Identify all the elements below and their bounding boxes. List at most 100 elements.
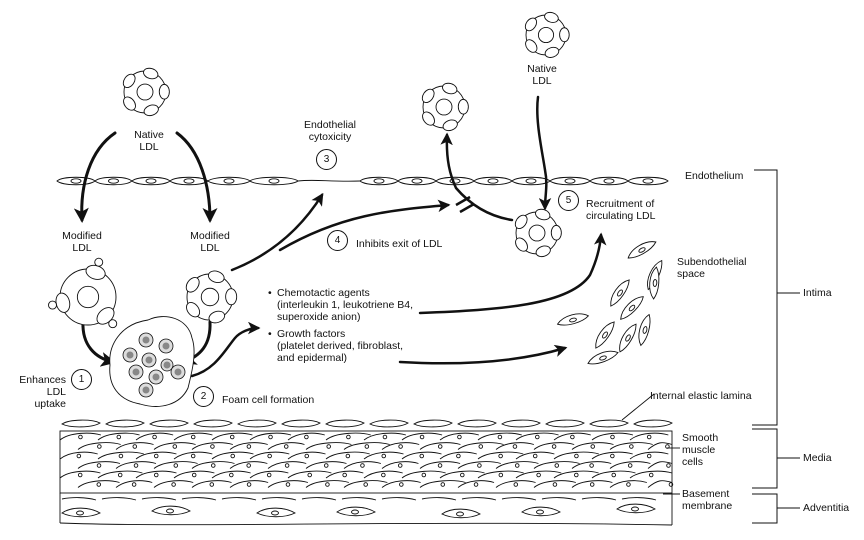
adventitia-bottom-edge	[59, 522, 673, 526]
smooth-muscle-cell	[457, 461, 501, 469]
endothelial-nucleus	[487, 178, 499, 184]
smooth-muscle-cell	[647, 442, 673, 450]
label-modified-ldl-left: Modified LDL	[62, 230, 102, 254]
fibroblast	[521, 506, 561, 517]
label-endothelium: Endothelium	[685, 170, 744, 182]
muscle-nucleus	[381, 453, 387, 459]
apoprotein	[535, 245, 551, 258]
smooth-muscle-cell	[629, 470, 673, 479]
muscle-nucleus	[574, 453, 579, 459]
muscle-nucleus	[153, 453, 159, 459]
apoprotein	[442, 82, 458, 95]
recruited-ldl	[514, 208, 562, 258]
smooth-muscle-cell	[477, 470, 524, 479]
muscle-nucleus	[610, 453, 615, 459]
smooth-muscle-cell	[267, 480, 309, 488]
muscle-nucleus	[437, 444, 443, 449]
muscle-nucleus	[460, 472, 465, 478]
smooth-muscle-cell	[495, 480, 536, 488]
smooth-muscle-cell	[419, 442, 461, 450]
muscle-nucleus	[363, 482, 368, 487]
step-4-marker: 4	[327, 230, 348, 251]
smooth-muscle-cell	[229, 442, 268, 450]
modified-ldl-right	[185, 270, 238, 324]
muscle-nucleus	[589, 463, 594, 468]
endothelial-nucleus	[525, 178, 537, 184]
endothelial-nucleus	[564, 178, 576, 184]
label-native-ldl-left: Native LDL	[134, 129, 164, 153]
muscle-nucleus	[668, 482, 674, 487]
endothelial-nucleus	[108, 178, 119, 184]
smooth-muscle-cell	[343, 480, 388, 488]
intima-bracket	[752, 169, 778, 426]
smooth-muscle-cell	[477, 451, 524, 460]
smooth-muscle-cell	[173, 451, 213, 460]
arrow-native-to-modified-left	[73, 131, 117, 223]
smooth-muscle-cell	[439, 451, 477, 460]
migrating-smooth-muscle-cells	[556, 241, 663, 365]
muscle-nucleus	[514, 463, 520, 468]
factor-title: Growth factors	[277, 328, 346, 340]
muscle-nucleus	[512, 444, 518, 449]
arrows	[73, 95, 607, 378]
smooth-muscle-cell	[515, 432, 559, 441]
cell-nucleus	[652, 279, 658, 287]
arrow-modified-left-to-foam-cell	[81, 320, 116, 367]
smooth-muscle-cell	[533, 480, 576, 488]
muscle-nucleus	[646, 434, 652, 440]
arrow-native-to-modified-right	[175, 131, 218, 223]
endothelial-nucleus	[223, 178, 235, 184]
smooth-muscle-cell	[629, 432, 669, 441]
migrating-cell	[610, 279, 630, 307]
muscle-nucleus	[473, 482, 479, 487]
apoprotein	[143, 104, 159, 117]
muscle-nucleus	[246, 444, 252, 449]
muscle-nucleus	[513, 482, 519, 487]
basement-membrane-fiber	[581, 497, 617, 501]
muscle-nucleus	[626, 482, 631, 487]
muscle-nucleus	[96, 482, 102, 487]
smooth-muscle-cell	[647, 461, 673, 469]
smooth-muscle-cell	[553, 432, 591, 441]
smooth-muscle-cell	[153, 480, 194, 488]
apoprotein	[421, 88, 435, 103]
muscle-nucleus	[478, 444, 484, 449]
apoprotein	[525, 39, 538, 53]
factor-detail: and epidermal)	[277, 352, 348, 364]
smooth-muscle-cell	[97, 470, 143, 479]
smooth-muscle-cell	[533, 461, 580, 469]
adventitia-bracket	[752, 493, 778, 524]
factor-detail: (interleukin 1, leukotriene B4,	[277, 299, 413, 311]
smooth-muscle-cell	[533, 442, 575, 450]
elastic-lamina-segment	[149, 419, 189, 428]
migrating-cell	[619, 323, 637, 353]
smooth-muscle-cell	[363, 451, 404, 460]
endothelial-nucleus	[70, 178, 82, 184]
smooth-muscle-cell	[419, 461, 461, 469]
muscle-nucleus	[211, 463, 216, 468]
muscle-nucleus	[666, 463, 671, 468]
droplet-texture	[142, 386, 150, 394]
muscle-nucleus	[325, 482, 330, 487]
smooth-muscle-cell	[249, 470, 289, 479]
muscle-nucleus	[498, 453, 503, 459]
exiting-ldl	[421, 82, 469, 132]
migrating-cell	[638, 313, 651, 347]
fibroblast-body	[151, 505, 191, 516]
smooth-muscle-cell	[325, 470, 364, 479]
factor-title: Chemotactic agents	[277, 287, 370, 299]
smooth-muscle-cell	[591, 470, 636, 479]
elastic-lamina-segment	[281, 419, 321, 428]
muscle-nucleus	[589, 482, 595, 487]
smooth-muscle-cell	[135, 432, 174, 441]
smooth-muscle-cell	[287, 432, 325, 441]
foam-cell	[109, 316, 195, 407]
smooth-muscle-cell	[515, 451, 555, 460]
muscle-nucleus	[132, 444, 138, 449]
migrating-cell	[649, 266, 660, 300]
smooth-muscle-cell	[287, 470, 332, 479]
label-subendothelial-space: Subendothelial space	[677, 256, 747, 280]
arrow-native-ldl-recruit	[536, 95, 552, 211]
endothelium-layer	[56, 176, 669, 186]
elastic-lamina-segment	[545, 419, 585, 428]
